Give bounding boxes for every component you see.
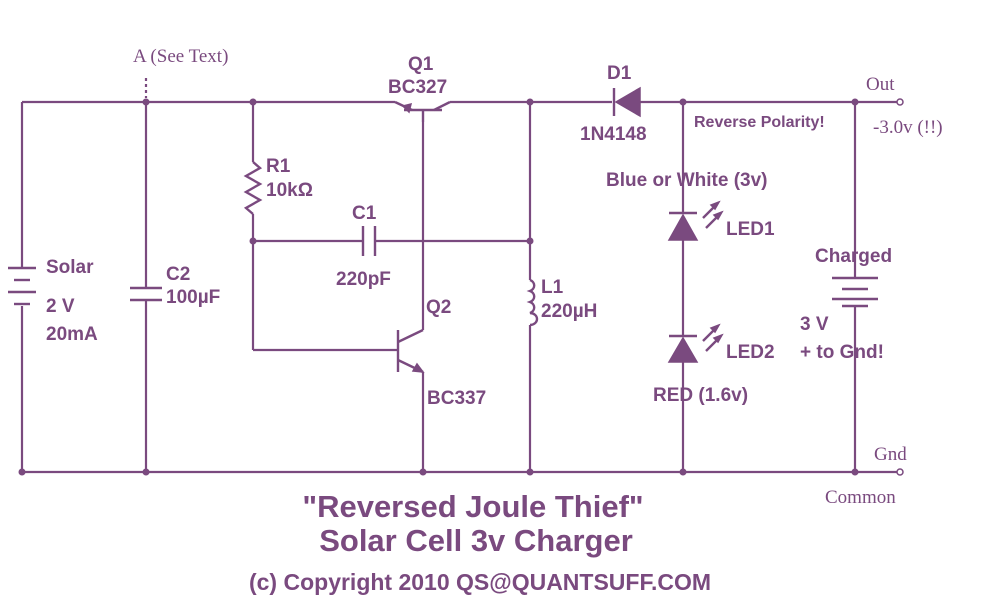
node-a-label: A (See Text) bbox=[133, 46, 228, 67]
led1-symbol bbox=[667, 200, 724, 241]
led2-name-label: LED2 bbox=[726, 342, 775, 363]
led2-note-label: RED (1.6v) bbox=[653, 385, 748, 406]
gnd-label: Gnd bbox=[874, 444, 907, 465]
c2-name-label: C2 bbox=[166, 264, 190, 285]
common-label: Common bbox=[825, 487, 896, 508]
out-label: Out bbox=[866, 74, 895, 95]
c2-capacitor-symbol bbox=[130, 286, 162, 302]
out-voltage-label: -3.0v (!!) bbox=[873, 117, 943, 138]
junction-dots bbox=[18, 98, 859, 476]
r1-resistor-symbol bbox=[243, 161, 263, 215]
battery-symbol bbox=[832, 276, 878, 308]
reverse-polarity-label: Reverse Polarity! bbox=[694, 114, 825, 131]
solar-name-label: Solar bbox=[46, 257, 94, 278]
led1-name-label: LED1 bbox=[726, 219, 775, 240]
wires bbox=[20, 100, 898, 474]
q1-transistor-symbol bbox=[394, 100, 451, 122]
l1-value-label: 220µH bbox=[541, 301, 597, 322]
q1-part-label: BC327 bbox=[388, 77, 447, 98]
l1-inductor-symbol bbox=[526, 278, 539, 327]
c1-capacitor-symbol bbox=[361, 226, 377, 256]
solar-voltage-label: 2 V bbox=[46, 296, 75, 317]
copyright-label: (c) Copyright 2010 QS@QUANTSUFF.COM bbox=[249, 569, 711, 595]
title-line-1: "Reversed Joule Thief" bbox=[302, 489, 643, 524]
title-line-2: Solar Cell 3v Charger bbox=[319, 523, 633, 558]
q2-part-label: BC337 bbox=[427, 388, 486, 409]
c1-value-label: 220pF bbox=[336, 269, 391, 290]
d1-name-label: D1 bbox=[607, 63, 632, 84]
d1-diode-symbol bbox=[612, 86, 641, 118]
battery-polarity-label: + to Gnd! bbox=[800, 342, 884, 363]
terminal-out bbox=[896, 98, 904, 106]
c2-value-label: 100µF bbox=[166, 287, 220, 308]
q1-name-label: Q1 bbox=[408, 54, 434, 75]
c1-name-label: C1 bbox=[352, 203, 377, 224]
q2-transistor-symbol bbox=[396, 328, 425, 374]
battery-state-label: Charged bbox=[815, 246, 892, 267]
led1-note-label: Blue or White (3v) bbox=[606, 170, 768, 191]
solar-current-label: 20mA bbox=[46, 324, 98, 345]
led2-symbol bbox=[667, 323, 724, 363]
battery-voltage-label: 3 V bbox=[800, 314, 829, 335]
q2-name-label: Q2 bbox=[426, 297, 451, 318]
d1-part-label: 1N4148 bbox=[580, 124, 647, 145]
l1-name-label: L1 bbox=[541, 277, 564, 298]
r1-name-label: R1 bbox=[266, 156, 291, 177]
terminal-gnd bbox=[896, 468, 904, 476]
solar-cell-symbol bbox=[8, 266, 36, 306]
r1-value-label: 10kΩ bbox=[266, 180, 313, 201]
